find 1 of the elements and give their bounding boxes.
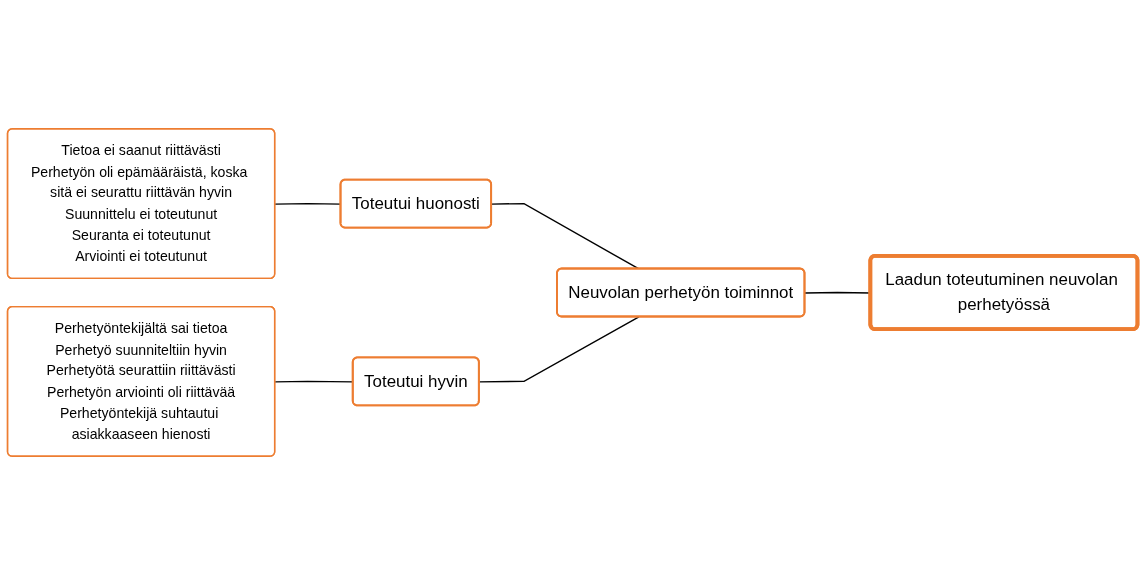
connector — [478, 316, 640, 383]
